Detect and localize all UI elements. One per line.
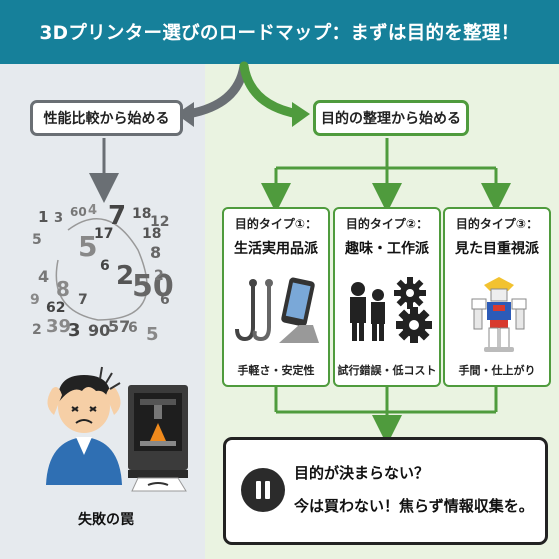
cloud-number: 5 [78,230,97,263]
purpose-first-label: 目的の整理から始める [313,100,469,136]
card-title: 生活実用品派 [234,241,318,257]
cloud-number: 3 [54,211,63,226]
cloud-number: 1 [38,208,48,226]
cloud-number: 2 [32,322,42,338]
conclusion-advice: 今は買わない！焦らず情報収集を。 [294,497,534,515]
card-type-label: 目的タイプ①： [234,217,318,231]
conclusion-question: 目的が決まらない？ [294,464,430,482]
purpose-type-card-2: 目的タイプ②： 趣味・工作派 試行錯誤・低コスト [333,207,441,387]
card-type-label: 目的タイプ②： [345,217,429,231]
cloud-number: 6 [128,320,138,336]
cloud-number: 7 [78,292,88,308]
cloud-number: 90 [88,321,110,340]
cloud-number: 39 [46,316,71,337]
card-title: 趣味・工作派 [345,241,429,257]
cloud-number: 9 [30,292,40,308]
card-title: 見た目重視派 [455,241,539,257]
3d-printer-icon [128,385,188,492]
cloud-number: 12 [150,214,169,230]
maker-gears-icon [350,277,432,343]
conclusion-box: 目的が決まらない？ 今は買わない！焦らず情報収集を。 [223,437,548,545]
card-caption: 手軽さ・安定性 [237,364,315,377]
title-banner: 3Dプリンター選びのロードマップ：まずは目的を整理！ [0,0,559,64]
performance-first-label: 性能比較から始める [30,100,183,136]
cloud-number: 17 [94,226,113,242]
cloud-number: 18 [142,226,161,242]
cloud-number: 5 [146,324,159,345]
card-caption: 試行錯誤・低コスト [337,364,437,377]
purpose-type-card-1: 目的タイプ①： 生活実用品派 手軽さ・安定性 [222,207,330,387]
cloud-number: 2 [116,261,134,291]
cloud-number: 3 [68,320,81,341]
cloud-number: 6 [100,258,110,274]
robot-figure-icon [471,277,527,352]
scribble-line [55,218,148,321]
cloud-number: 4 [38,267,49,286]
card-caption: 手間・仕上がり [458,364,536,377]
cloud-number: 6 [160,292,170,308]
cloud-number: 5 [32,232,42,248]
cloud-number: 2 [154,268,164,284]
cloud-number: 8 [150,243,161,262]
cloud-number: 7 [108,201,126,231]
purpose-type-card-3: 目的タイプ③： 見た目重視派 手間・仕上がり [443,207,551,387]
cloud-number: 8 [56,277,70,301]
cloud-number: 50 [132,269,174,304]
failure-trap-label: 失敗の罠 [78,512,134,528]
page-title: 3Dプリンター選びのロードマップ：まずは目的を整理！ [39,23,520,44]
cloud-number: 57 [108,317,130,336]
cloud-number: 18 [132,206,151,222]
cloud-number: 4 [88,203,97,218]
pause-icon [241,468,285,512]
cloud-number: 60 [70,205,87,219]
card-type-label: 目的タイプ③： [455,217,539,231]
cloud-number: 62 [46,300,65,316]
confused-person-with-printer-illustration [46,366,188,492]
hook-and-phone-stand-icon [235,277,319,343]
confused-person-icon [46,366,122,485]
